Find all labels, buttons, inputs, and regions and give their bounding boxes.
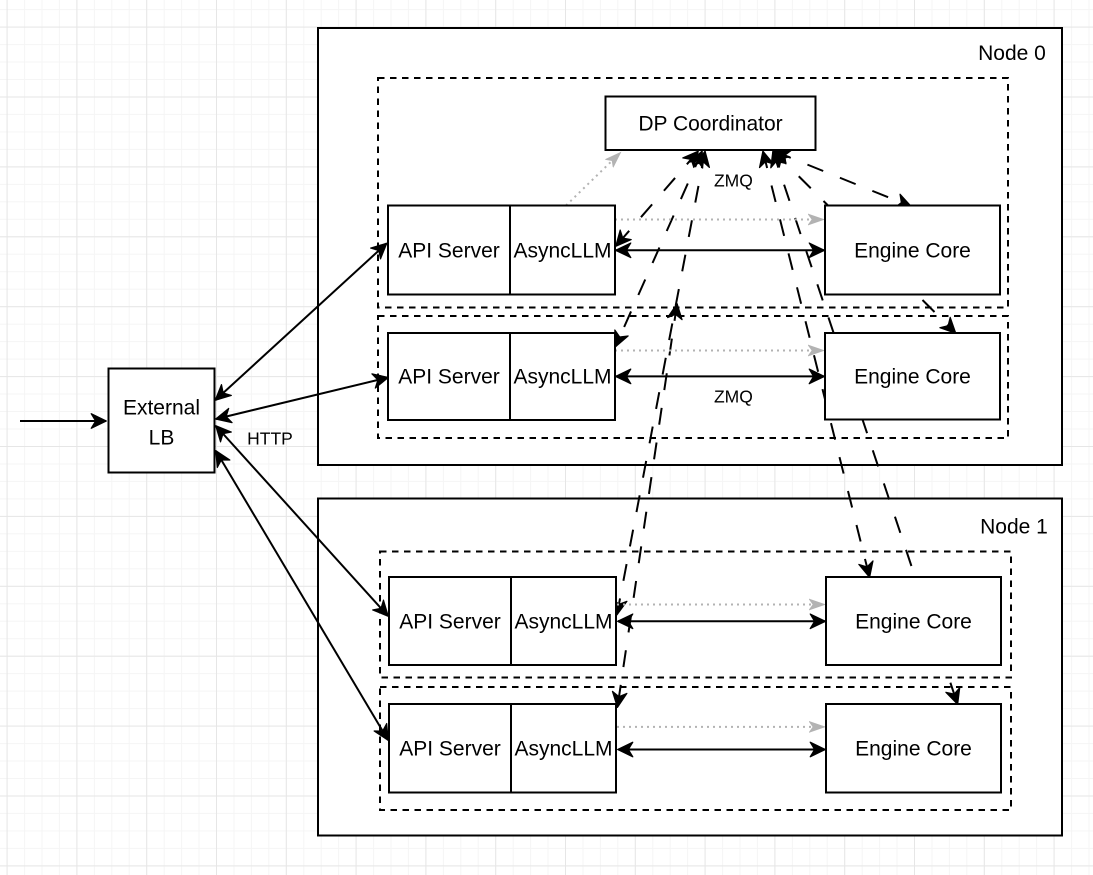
svg-text:External: External: [123, 397, 200, 420]
svg-text:AsyncLLM: AsyncLLM: [513, 366, 611, 389]
svg-text:HTTP: HTTP: [247, 429, 293, 449]
svg-text:AsyncLLM: AsyncLLM: [513, 240, 611, 263]
svg-text:ZMQ: ZMQ: [714, 387, 753, 407]
svg-text:ZMQ: ZMQ: [714, 171, 753, 191]
svg-text:AsyncLLM: AsyncLLM: [514, 738, 612, 761]
svg-text:API Server: API Server: [399, 738, 501, 761]
svg-text:Engine Core: Engine Core: [854, 240, 971, 263]
svg-text:Node 0: Node 0: [978, 42, 1046, 65]
svg-text:Engine Core: Engine Core: [855, 611, 972, 634]
svg-text:DP Coordinator: DP Coordinator: [638, 113, 782, 136]
svg-text:Engine Core: Engine Core: [854, 366, 971, 389]
svg-text:API Server: API Server: [398, 240, 500, 263]
svg-text:AsyncLLM: AsyncLLM: [514, 611, 612, 634]
svg-text:Engine Core: Engine Core: [855, 738, 972, 761]
svg-text:Node 1: Node 1: [980, 516, 1048, 539]
svg-text:API Server: API Server: [399, 611, 501, 634]
svg-text:LB: LB: [149, 427, 175, 450]
svg-text:API Server: API Server: [398, 366, 500, 389]
